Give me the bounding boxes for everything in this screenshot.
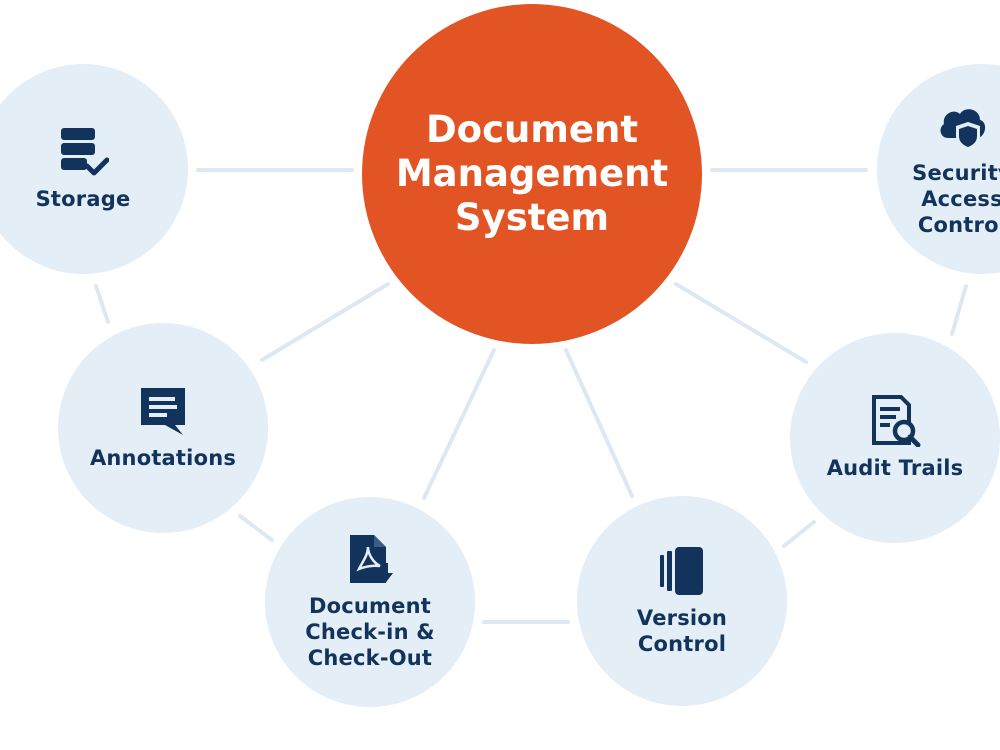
connector-audit-security xyxy=(950,284,968,336)
cloud-shield-icon xyxy=(940,109,986,150)
comment-lines-icon xyxy=(141,388,185,435)
node-label: Security Access Control xyxy=(912,161,1000,237)
node-label: Storage xyxy=(35,187,131,211)
document-search-icon xyxy=(872,395,921,447)
node-label: Audit Trails xyxy=(826,456,964,480)
node-label: Version Control xyxy=(636,606,728,656)
node-storage: Storage xyxy=(0,64,188,274)
node-annotations: Annotations xyxy=(58,323,268,533)
connector-hub-audit xyxy=(674,282,808,364)
node-version-control: Version Control xyxy=(577,496,787,706)
version-stack-icon xyxy=(660,547,703,595)
connector-storage-annotations xyxy=(94,284,110,324)
connector-hub-annotations xyxy=(260,282,390,362)
connector-version-audit xyxy=(782,520,816,548)
hub-title: Document Management System xyxy=(395,108,669,239)
node-label: Annotations xyxy=(89,446,237,470)
connector-hub-version xyxy=(564,348,634,498)
node-audit-trails: Audit Trails xyxy=(790,333,1000,543)
node-checkin-checkout: Document Check-in & Check-Out xyxy=(265,497,475,707)
connector-hub-checkin xyxy=(422,348,496,500)
connector-annotations-checkin xyxy=(238,514,274,542)
node-label: Document Check-in & Check-Out xyxy=(305,594,435,670)
server-check-icon xyxy=(61,128,109,176)
hub-document-management-system: Document Management System xyxy=(362,4,702,344)
pdf-download-icon xyxy=(350,535,393,583)
